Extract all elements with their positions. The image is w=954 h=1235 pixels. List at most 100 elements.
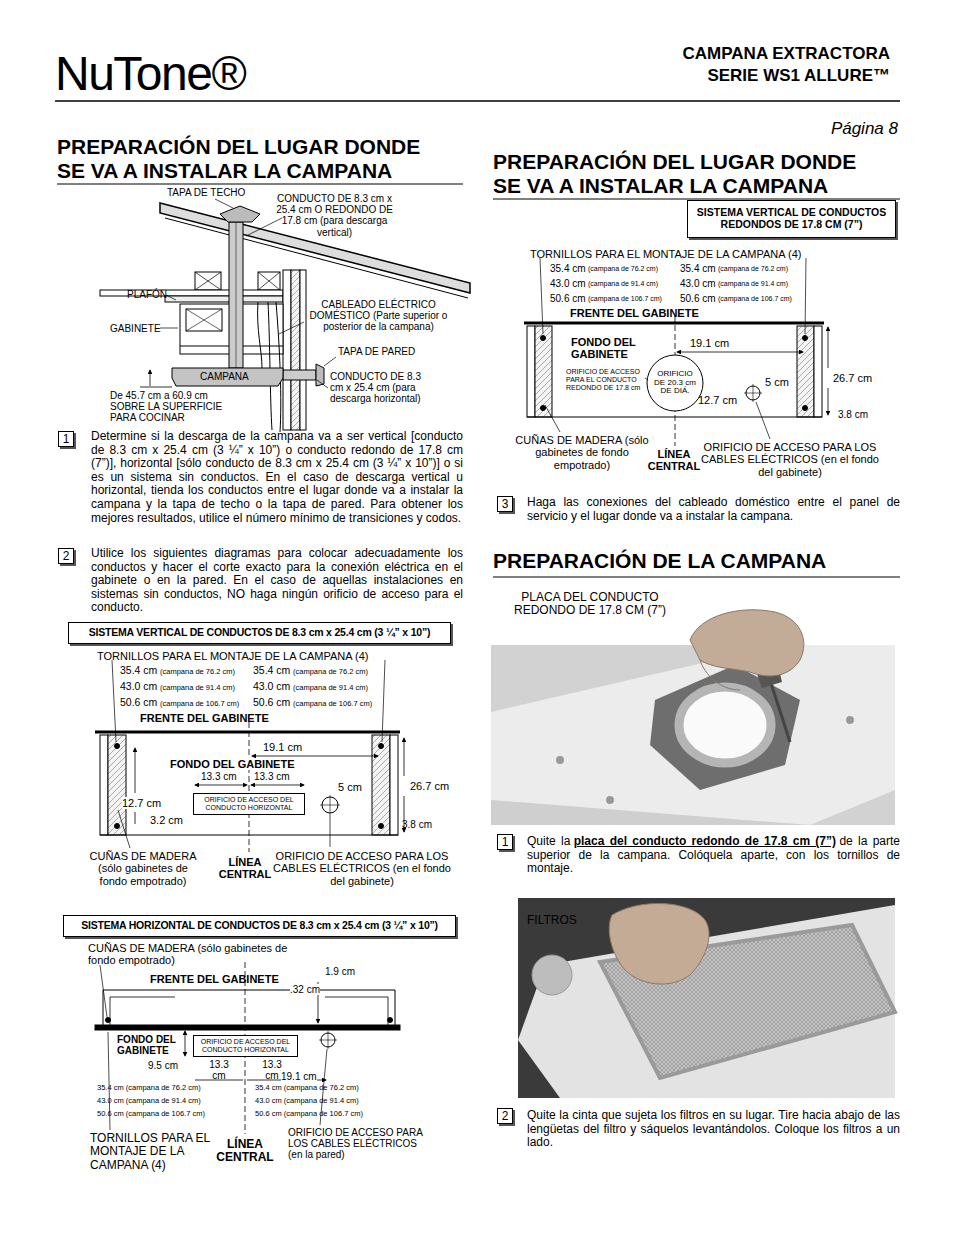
dimension: 50.6 cm	[550, 293, 586, 304]
part-label: ORIFICIO DE ACCESO PARA LOS CABLES ELÉCT…	[700, 441, 880, 478]
dimension: 35.4 cm	[253, 665, 290, 677]
dimension: 43.0 cm	[253, 681, 290, 693]
access-hole-box: ORIFICIO DE ACCESO DEL CONDUCTO HORIZONT…	[193, 1035, 298, 1057]
dimension-note: (campana de 91.4 cm)	[588, 280, 658, 288]
part-label: CUÑAS DE MADERA (sólo gabinetes de fondo…	[88, 850, 198, 887]
dimension: 50.6 cm (campana de 106.7 cm)	[255, 1110, 363, 1118]
part-label: TORNILLOS PARA EL MONTAJE DE LA CAMPANA …	[90, 1132, 215, 1172]
dimension: 35.4 cm	[550, 263, 586, 274]
part-label: PLAFÓN	[127, 289, 167, 300]
node-text: 1	[63, 433, 70, 445]
part-label: FRENTE DEL GABINETE	[150, 973, 279, 985]
part-label: GABINETE	[110, 323, 161, 334]
dimension: .32 cm	[290, 984, 320, 995]
part-label: FONDO DEL GABINETE	[117, 1034, 179, 1056]
dimension: 12.7 cm	[698, 394, 737, 406]
product-series: SERIE WS1 ALLURE™	[600, 66, 890, 85]
dimension: 13.3 cm	[254, 771, 290, 782]
dimension: 35.4 cm	[120, 665, 157, 677]
duct-hole-circle: ORIFICIO DE 20.3 cm DE DIÁ.	[646, 354, 704, 412]
product-title: CAMPANA EXTRACTORA	[600, 44, 890, 63]
dimension: 13.3 cm	[201, 771, 237, 782]
part-label: ORIFICIO DE ACCESO PARA LOS CABLES ELÉCT…	[272, 850, 452, 887]
part-label: LÍNEA CENTRAL	[215, 856, 275, 881]
section-heading: PREPARACIÓN DE LA CAMPANA	[493, 549, 893, 573]
node-text: ORIFICIO DE ACCESO DEL CONDUCTO HORIZONT…	[198, 796, 300, 812]
dimension-note: (campana de 106.7 cm)	[293, 700, 372, 708]
page-number: Página 8	[760, 119, 898, 138]
part-label: FRENTE DEL GABINETE	[570, 307, 699, 319]
step-text: Utilice los siguientes diagramas para co…	[91, 547, 463, 615]
dimension: 43.0 cm	[120, 681, 157, 693]
dimension: 50.6 cm	[120, 697, 157, 709]
part-label: FILTROS	[527, 914, 577, 927]
node-text: ORIFICIO DE 20.3 cm DE DIÁ.	[652, 370, 698, 397]
part-label: ORIFICIO DE ACCESO PARA LOS CABLES ELÉCT…	[288, 1127, 428, 1161]
dimension: 43.0 cm	[680, 278, 716, 289]
access-hole-box: ORIFICIO DE ACCESO DEL CONDUCTO HORIZONT…	[193, 793, 305, 815]
dimension: 26.7 cm	[410, 780, 449, 792]
dimension: 19.1 cm	[281, 1071, 317, 1082]
circle-shape	[647, 355, 703, 411]
dimension: 35.4 cm (campana de 76.2 cm)	[97, 1084, 201, 1092]
part-label: TORNILLOS PARA EL MONTAJE DE LA CAMPANA …	[530, 248, 801, 260]
step-number: 1	[58, 431, 74, 447]
house-section	[100, 199, 470, 432]
dimension-note: (campana de 106.7 cm)	[160, 700, 239, 708]
dimension-note: (campana de 91.4 cm)	[293, 684, 368, 692]
dimension-note: (campana de 76.2 cm)	[718, 265, 788, 273]
part-label: ORIFICIO DE ACCESO PARA EL CONDUCTO REDO…	[566, 368, 642, 391]
photo-duct-plate	[491, 610, 895, 825]
cabinet-plan-vertical	[95, 660, 404, 852]
photo-filters	[518, 898, 895, 1098]
dimension: De 45.7 cm a 60.9 cm SOBRE LA SUPERFICIE…	[110, 390, 235, 424]
node-text: SISTEMA VERTICAL DE CONDUCTOS REDONDOS D…	[692, 207, 891, 231]
step-number: 3	[497, 496, 513, 512]
dimension: 43.0 cm (campana de 91.4 cm)	[97, 1097, 201, 1105]
diagram-title-box: SISTEMA HORIZONTAL DE CONDUCTOS DE 8.3 c…	[63, 915, 456, 937]
dimension-note: (campana de 76.2 cm)	[588, 265, 658, 273]
node-text: 1	[502, 836, 509, 848]
brand-logo: NuTone®	[55, 50, 245, 98]
part-label: CONDUCTO DE 8.3 cm x 25.4 cm O REDONDO D…	[272, 193, 397, 238]
part-label: FRENTE DEL GABINETE	[140, 712, 269, 724]
section-heading: PREPARACIÓN DEL LUGAR DONDE SE VA A INST…	[57, 135, 447, 182]
cabinet-plan-horizontal	[95, 962, 400, 1134]
dimension: 43.0 cm (campana de 91.4 cm)	[255, 1097, 359, 1105]
dimension-note: (campana de 91.4 cm)	[718, 280, 788, 288]
cabinet-plan-round	[524, 258, 828, 446]
dimension-note: (campana de 106.7 cm)	[718, 295, 792, 303]
step-text: Determine si la descarga de la campana v…	[91, 430, 463, 525]
dimension: 19.1 cm	[690, 337, 729, 349]
dimension: 50.6 cm	[253, 697, 290, 709]
dimension: 9.5 cm	[148, 1060, 178, 1071]
step-number: 2	[58, 548, 74, 564]
dimension-note: (campana de 91.4 cm)	[160, 684, 235, 692]
node-text: ORIFICIO DE ACCESO DEL CONDUCTO HORIZONT…	[198, 1038, 293, 1054]
diagram-title-box: SISTEMA VERTICAL DE CONDUCTOS DE 8.3 cm …	[68, 622, 451, 644]
dimension: 35.4 cm (campana de 76.2 cm)	[255, 1084, 359, 1092]
dimension-note: (campana de 106.7 cm)	[588, 295, 662, 303]
node-text: SISTEMA HORIZONTAL DE CONDUCTOS DE 8.3 c…	[81, 920, 438, 932]
diagram-title-box: SISTEMA VERTICAL DE CONDUCTOS REDONDOS D…	[687, 200, 896, 238]
part-label: FONDO DEL GABINETE	[571, 336, 649, 361]
part-label: CONDUCTO DE 8.3 cm x 25.4 cm (para desca…	[330, 371, 430, 405]
dimension: 26.7 cm	[833, 372, 872, 384]
part-label: PLACA DEL CONDUCTO REDONDO DE 17.8 CM (7…	[495, 591, 685, 618]
step-text: Quite la cinta que sujeta los filtros en…	[527, 1109, 900, 1150]
dimension: 43.0 cm	[550, 278, 586, 289]
node-text: 3	[502, 498, 509, 510]
part-label: CUÑAS DE MADERA (sólo gabinetes de fondo…	[512, 434, 652, 471]
emphasis-text: placa del conducto redondo de 17.8 cm (7…	[574, 834, 836, 848]
part-label: TAPA DE TECHO	[167, 187, 245, 198]
part-label: CAMPANA	[200, 371, 249, 382]
dimension: 3.2 cm	[150, 814, 183, 826]
node-text: 2	[63, 550, 70, 562]
dimension: 5 cm	[765, 376, 789, 388]
dimension-note: (campana de 76.2 cm)	[293, 668, 368, 676]
dimension: 35.4 cm	[680, 263, 716, 274]
part-label: FONDO DEL GABINETE	[170, 758, 294, 770]
step-text: Haga las conexiones del cableado domésti…	[527, 496, 900, 523]
dimension: 5 cm	[338, 781, 362, 793]
